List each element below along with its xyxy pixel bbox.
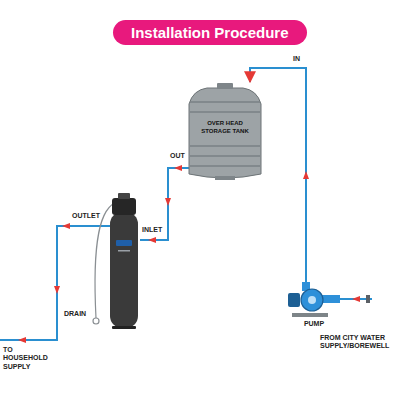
source-label: FROM CITY WATER SUPPLY/BOREWELL	[320, 334, 396, 351]
pipe-label: IN	[292, 55, 301, 63]
inlet-pipe	[140, 168, 189, 240]
title-pill: Installation Procedure	[113, 20, 307, 45]
tank-body	[189, 88, 261, 178]
pump-label: PUMP	[304, 320, 324, 329]
flow-arrow	[174, 165, 182, 171]
pipe-label: INLET	[142, 226, 162, 234]
filter-logo	[116, 240, 132, 246]
flow-arrow	[352, 296, 360, 302]
pipe-label: DRAIN	[64, 310, 86, 318]
filter-logo-line	[118, 250, 130, 252]
pump-inlet	[322, 295, 340, 303]
flow-arrow	[165, 198, 171, 206]
flow-arrow	[18, 337, 26, 343]
pipe-label: OUTLET	[72, 212, 100, 220]
pump: PUMP	[288, 282, 340, 329]
flow-arrow	[303, 171, 309, 179]
pipe-label: OUT	[170, 152, 185, 160]
pump-volute	[301, 289, 323, 311]
filter-base	[112, 326, 136, 329]
tank-lid	[217, 83, 233, 89]
tank-rib	[190, 155, 260, 157]
tank-label: OVER HEAD STORAGE TANK	[199, 120, 251, 135]
tank-rib	[190, 111, 260, 113]
destination-label: TO HOUSEHOLD SUPPLY	[3, 346, 57, 371]
drain-end	[93, 318, 99, 324]
tank-outlet-stub	[215, 176, 235, 180]
pump-hub	[308, 296, 316, 304]
flow-arrow	[62, 223, 70, 229]
pipe-fitting	[366, 295, 370, 303]
pump-base	[292, 313, 328, 317]
tank-rib	[190, 101, 260, 103]
flow-arrow	[148, 237, 156, 243]
tank-rib	[190, 145, 260, 147]
filter-valve-head	[112, 198, 136, 215]
tank-rib	[190, 165, 260, 167]
pump-icon	[288, 282, 340, 317]
outlet-pipe	[0, 226, 110, 340]
storage-tank: OVER HEAD STORAGE TANK	[185, 82, 265, 182]
pump-motor	[288, 293, 300, 307]
flow-arrow	[54, 286, 60, 294]
filter-vessel	[110, 212, 138, 328]
filter-valve-cap	[118, 193, 130, 199]
title-text: Installation Procedure	[131, 24, 289, 41]
